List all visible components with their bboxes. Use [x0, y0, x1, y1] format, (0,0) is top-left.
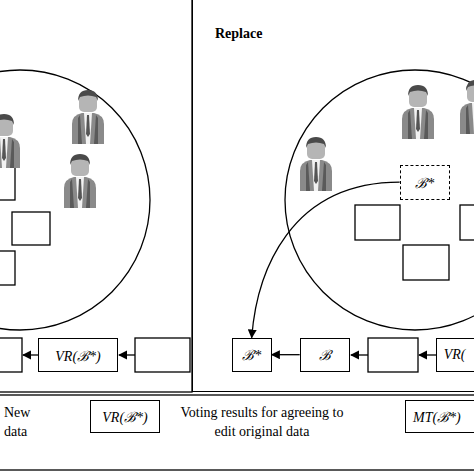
- box-label: ℬ: [319, 345, 331, 364]
- panel-frame: [0, 0, 192, 392]
- legend-text: Voting results for agreeing to edit orig…: [176, 403, 348, 441]
- person-icon: [300, 137, 332, 191]
- empty-box: [460, 205, 474, 240]
- empty-box: [0, 338, 22, 372]
- legend-box: MT(ℬ*): [405, 400, 474, 433]
- box-label: VR(ℬ*): [102, 407, 147, 426]
- arrow-connector: [272, 354, 300, 355]
- empty-box: [0, 165, 15, 200]
- chain-arrow: [23, 354, 38, 355]
- new-data-box: ℬ*: [400, 165, 450, 200]
- block-box: ℬ*: [232, 338, 272, 372]
- empty-box: [403, 245, 449, 280]
- panel-title: Replace: [215, 26, 262, 42]
- legend-box: VR(ℬ*): [90, 400, 160, 433]
- empty-box: [368, 338, 418, 372]
- box-label: MT(ℬ*): [413, 407, 461, 426]
- chain-arrow: [119, 354, 135, 355]
- person-icon: [72, 90, 104, 144]
- process-box: VR(ℬ*): [38, 338, 118, 372]
- chain-arrow: [351, 354, 368, 355]
- process-box: VR(: [436, 338, 474, 372]
- block-box: ℬ: [300, 338, 350, 372]
- box-label: ℬ*: [242, 345, 261, 364]
- person-icon: [0, 114, 20, 168]
- chain-arrow: [419, 354, 436, 355]
- box-label: VR(ℬ*): [55, 346, 100, 365]
- empty-box: [135, 338, 190, 372]
- legend-text: New data: [4, 403, 38, 441]
- box-label: VR(: [444, 347, 466, 363]
- group-circle: [285, 70, 474, 330]
- legend-frame: [0, 395, 474, 470]
- person-icon: [402, 85, 434, 139]
- group-circle: [0, 70, 150, 330]
- arrow-connector: [252, 182, 400, 338]
- person-icon: [64, 154, 96, 208]
- box-label: ℬ*: [415, 173, 434, 192]
- person-icon: [460, 80, 474, 134]
- panel-frame: Replaceℬ* ℬ* ℬ VR(: [192, 0, 474, 392]
- empty-box: [12, 212, 50, 245]
- empty-box: [0, 251, 15, 285]
- empty-box: [355, 205, 400, 240]
